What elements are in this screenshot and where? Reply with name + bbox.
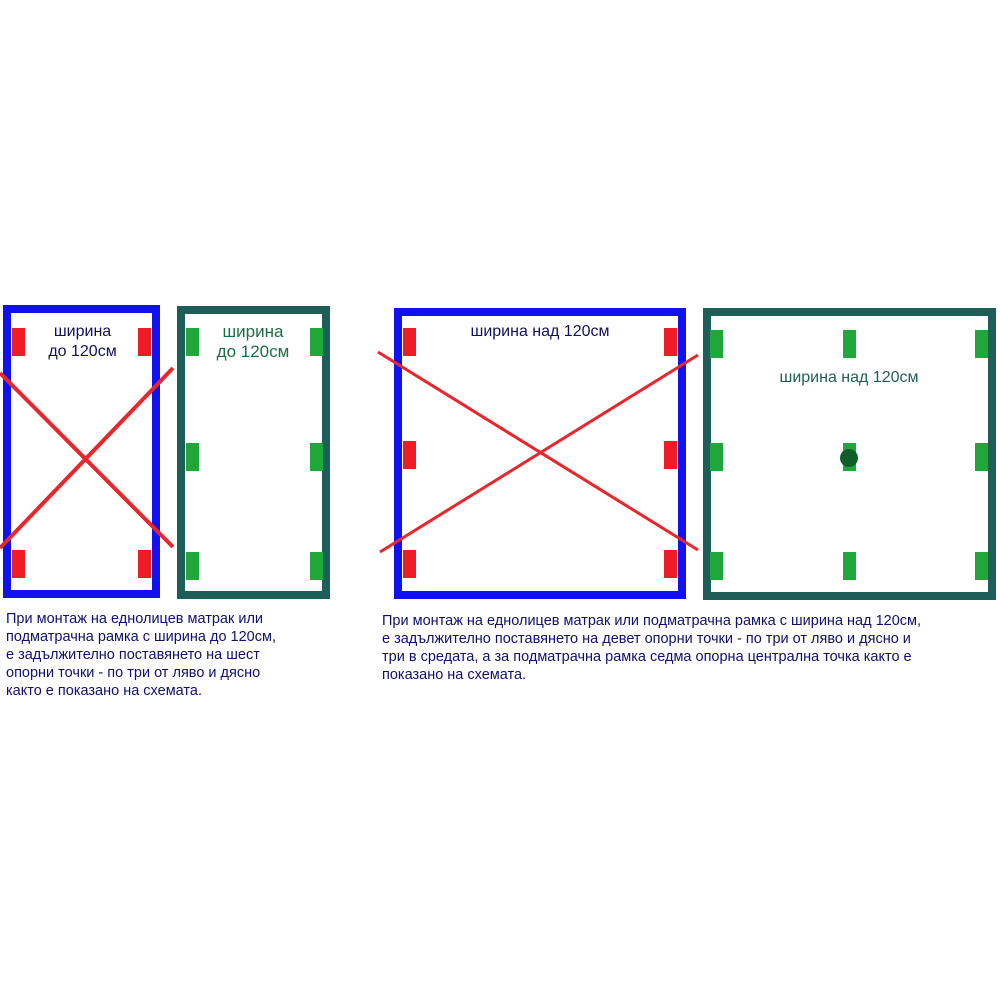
support-pad: [975, 552, 988, 580]
description-wide: При монтаж на еднолицев матрак или подма…: [382, 613, 922, 683]
diagram-wide-correct-label: ширина над 120см: [779, 369, 919, 386]
support-pad: [403, 328, 416, 356]
diagram-wide-incorrect-label: ширина над 120см: [470, 323, 610, 340]
diagram-wide-correct-frame: [703, 308, 996, 600]
diagram-wide-incorrect-frame: [394, 308, 686, 599]
support-pad: [843, 552, 856, 580]
support-pad: [310, 443, 323, 471]
support-pad: [186, 443, 199, 471]
support-pad: [12, 550, 25, 578]
support-pad: [664, 328, 677, 356]
support-pad: [138, 328, 151, 356]
support-pad: [186, 552, 199, 580]
support-pad: [138, 550, 151, 578]
description-narrow: При монтаж на еднолицев матрак или подма…: [6, 611, 276, 699]
support-pad: [975, 330, 988, 358]
diagram-narrow-correct-label: ширина до 120см: [216, 322, 290, 361]
support-pad: [664, 441, 677, 469]
center-support-point: [840, 449, 858, 467]
support-pad: [310, 328, 323, 356]
support-pad: [710, 443, 723, 471]
support-pad: [710, 552, 723, 580]
support-pad: [310, 552, 323, 580]
support-pad: [975, 443, 988, 471]
support-pad: [403, 550, 416, 578]
support-pad: [403, 441, 416, 469]
support-pad: [12, 328, 25, 356]
support-pad: [843, 330, 856, 358]
diagram-narrow-correct-frame: [177, 306, 330, 599]
support-pad: [664, 550, 677, 578]
support-pad: [710, 330, 723, 358]
diagram-narrow-incorrect-label: ширина до 120см: [48, 323, 117, 360]
support-pad: [186, 328, 199, 356]
